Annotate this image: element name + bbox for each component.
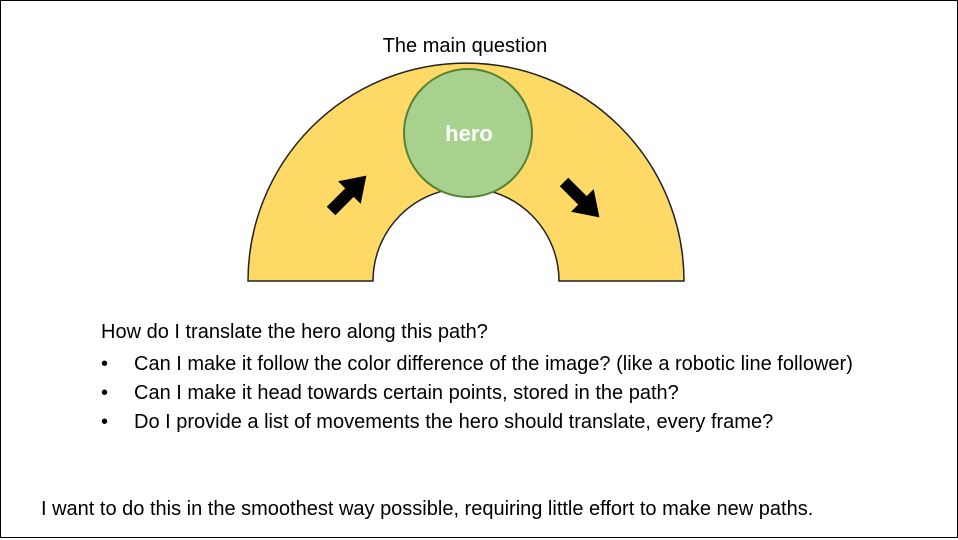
bullet-icon: • <box>101 382 109 404</box>
bullet-text: Can I make it follow the color differenc… <box>134 353 853 375</box>
down-right-arrow-icon <box>559 177 600 218</box>
hero-label: hero <box>445 121 493 146</box>
question-text: How do I translate the hero along this p… <box>101 321 488 343</box>
hero-circle <box>403 68 533 198</box>
bullet-list: • Can I make it follow the color differe… <box>101 351 861 438</box>
list-item: • Can I make it head towards certain poi… <box>101 380 861 407</box>
bullet-text: Do I provide a list of movements the her… <box>134 411 774 433</box>
list-item: • Do I provide a list of movements the h… <box>101 409 861 436</box>
bullet-text: Can I make it head towards certain point… <box>134 382 679 404</box>
path-diagram: hero <box>247 62 685 282</box>
footer-text: I want to do this in the smoothest way p… <box>41 498 814 520</box>
bullet-icon: • <box>101 353 109 375</box>
slide-title: The main question <box>382 35 548 57</box>
list-item: • Can I make it follow the color differe… <box>101 351 861 378</box>
up-right-arrow-icon <box>326 175 367 216</box>
bullet-icon: • <box>101 411 109 433</box>
